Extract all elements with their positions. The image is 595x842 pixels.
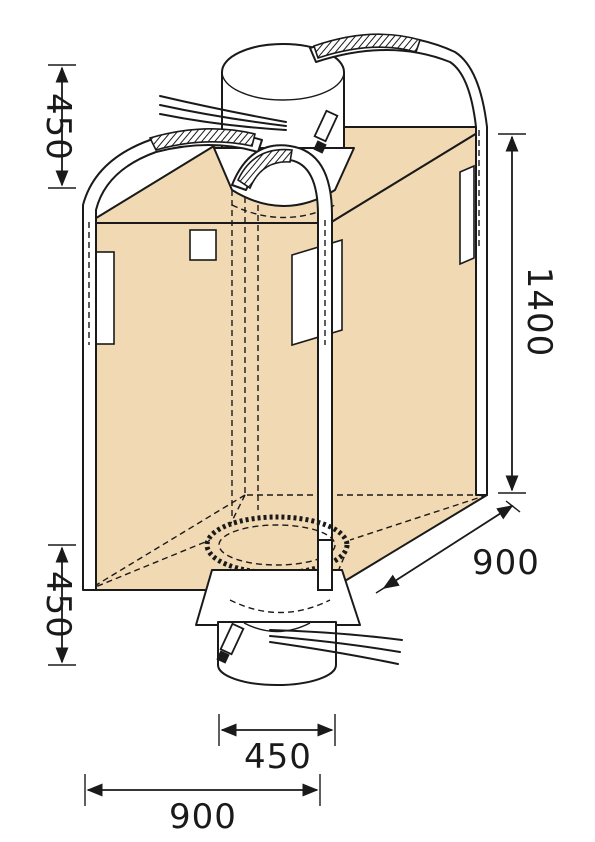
bottom-spout-opening xyxy=(243,622,311,633)
top-spout-skirt-hem xyxy=(231,189,336,207)
bottom-spout xyxy=(195,514,403,686)
hidden-funnel-line xyxy=(229,494,246,526)
document-pocket-side xyxy=(459,164,475,266)
bottom-spout-cylinder xyxy=(217,621,337,686)
lifting-loop-back-sleeve xyxy=(312,33,422,60)
dim-bottom-spout-height-label: 450 xyxy=(38,571,78,639)
top-tie-string xyxy=(159,95,287,123)
top-buckle-clip xyxy=(313,140,327,154)
bottom-tie-string xyxy=(269,641,399,665)
top-spout-rim xyxy=(221,43,345,101)
hidden-funnel-line xyxy=(329,554,346,591)
dim-top-spout-height-label: 450 xyxy=(38,93,78,161)
bottom-buckle xyxy=(219,622,245,656)
dim-bottom-spout-diameter-label: 450 xyxy=(244,737,312,777)
hidden-back-edge-floor xyxy=(87,494,246,591)
lifting-loop-left xyxy=(82,131,263,591)
dim-bag-width-label: 900 xyxy=(169,797,237,837)
dimension-lines: 450 1400 900 450 450 900 xyxy=(38,64,559,837)
bottom-spout-skirt xyxy=(195,569,361,626)
bottom-tie-string xyxy=(269,635,401,653)
dim-bag-height-label: 1400 xyxy=(519,267,559,358)
top-tie-string xyxy=(159,104,287,127)
hidden-back-edge xyxy=(244,127,487,496)
bottom-tie-string xyxy=(269,629,403,641)
hidden-funnel-line xyxy=(87,539,211,591)
bottom-buckle-clip xyxy=(216,650,230,664)
lifting-loop-front-lower xyxy=(317,539,333,591)
lifting-loop-left-sleeve xyxy=(148,128,256,151)
top-buckle xyxy=(313,109,339,143)
bottom-spout-ring-inner xyxy=(218,524,336,566)
front-label-window xyxy=(189,229,217,261)
bottom-spout-skirt-hem xyxy=(229,599,331,614)
lifting-loop-front-sleeve xyxy=(236,148,293,190)
dim-bag-depth-label: 900 xyxy=(472,543,540,583)
top-tie-string xyxy=(159,113,287,131)
dim-bag-depth-line xyxy=(382,505,514,589)
